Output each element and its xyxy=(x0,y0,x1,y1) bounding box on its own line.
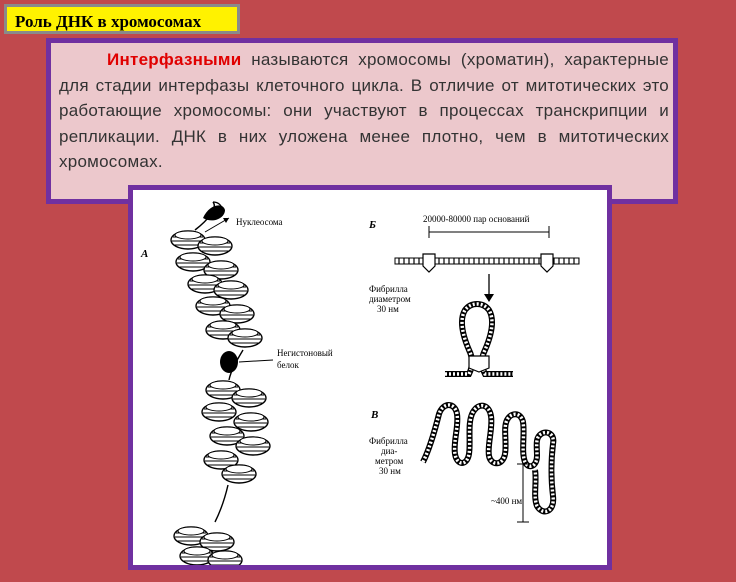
chromatin-illustration: А xyxy=(140,201,580,565)
anchor-protein-right xyxy=(540,253,554,273)
text-box: Интерфазными называются хромосомы (хрома… xyxy=(46,38,678,204)
nonhistone-label-2: белок xyxy=(277,360,299,370)
slide-title-box: Роль ДНК в хромосомах xyxy=(4,4,240,34)
size-label: ~400 нм xyxy=(491,496,522,506)
fibril-v-label-1: Фибрилла xyxy=(369,436,408,446)
fibril-v-label-4: 30 нм xyxy=(379,466,401,476)
highlight-term: Интерфазными xyxy=(107,50,242,69)
fibril-loops xyxy=(420,402,557,515)
nonhistone-pointer xyxy=(238,359,274,363)
description-paragraph: Интерфазными называются хромосомы (хрома… xyxy=(59,47,669,175)
base-pairs-label: 20000-80000 пар оснований xyxy=(423,214,530,224)
nonhistone-label-1: Негистоновый xyxy=(277,348,333,358)
fibril-b-label-1: Фибрилла xyxy=(369,284,408,294)
slide-title: Роль ДНК в хромосомах xyxy=(15,12,202,31)
fibril-v-label-3: метром xyxy=(375,456,404,466)
fibril-b-label-3: 30 нм xyxy=(377,304,399,314)
panel-v-label: В xyxy=(370,409,378,421)
fibril-b-label-2: диаметром xyxy=(369,294,411,304)
paragraph-text: называются хромосомы (хроматин), характе… xyxy=(59,50,669,171)
nonhistone-protein xyxy=(220,351,238,373)
panel-b-label: Б xyxy=(368,219,376,231)
nucleosome-label: Нуклеосома xyxy=(236,217,283,227)
fibril-straight xyxy=(394,257,580,265)
panel-a-label: А xyxy=(140,248,148,260)
fibril-v-label-2: диа- xyxy=(381,446,397,456)
nucleosome-blob xyxy=(203,205,225,221)
chromatin-fiber xyxy=(170,201,271,565)
anchor-protein-left xyxy=(422,253,436,273)
chromatin-figure: А xyxy=(128,185,612,570)
